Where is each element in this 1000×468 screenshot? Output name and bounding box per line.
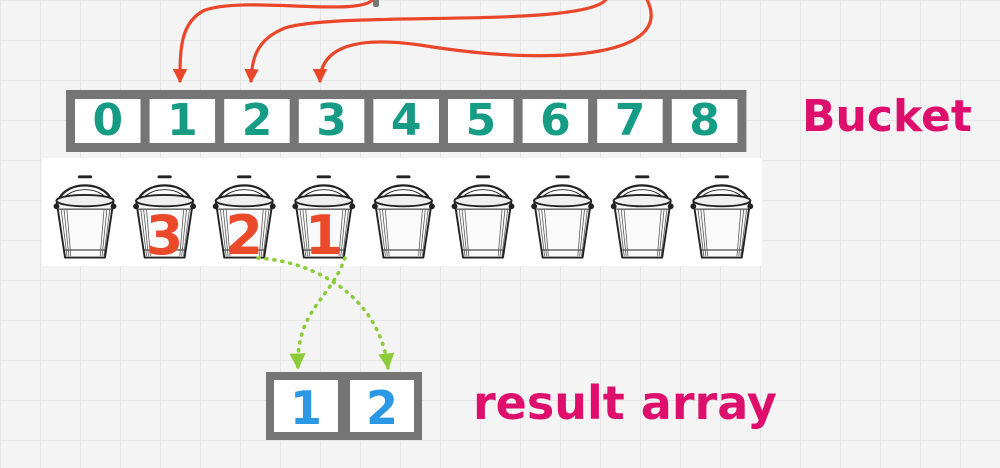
result-value: 2 (366, 381, 398, 435)
bucket-index-cell (215, 90, 299, 152)
index-arrow (244, 0, 608, 84)
result-array-label: result array (473, 376, 777, 430)
top-arrows (172, 0, 653, 84)
bucket-index-label: 2 (242, 95, 273, 146)
result-arrow (289, 256, 347, 370)
bucket-index-cell (588, 90, 672, 152)
result-arrows (256, 256, 395, 370)
index-arrow (312, 0, 653, 84)
bucket-index-label: 8 (689, 95, 720, 146)
bucket-index-label: 0 (92, 95, 123, 146)
result-cell (266, 372, 346, 440)
bucket-index-cell (662, 90, 747, 152)
result-arrow (256, 256, 395, 370)
bucket-value: 1 (305, 204, 343, 267)
bucket-label: Bucket (802, 91, 972, 142)
result-cell (342, 372, 422, 440)
index-arrow (172, 0, 375, 84)
bucket-value: 2 (225, 204, 263, 267)
result-value: 1 (290, 381, 322, 435)
bucket-index-label: 1 (167, 95, 198, 146)
arrow-origin-mark (373, 0, 379, 7)
bucket-index-label: 3 (316, 95, 347, 146)
bucket-index-label: 7 (615, 95, 646, 146)
bucket-value: 3 (146, 204, 184, 267)
bucket-index-label: 6 (540, 95, 571, 146)
bucket-index-cell (66, 90, 150, 152)
bucket-index-cell (364, 90, 448, 152)
bucket-index-label: 5 (465, 95, 496, 146)
bucket-index-label: 4 (391, 95, 422, 146)
